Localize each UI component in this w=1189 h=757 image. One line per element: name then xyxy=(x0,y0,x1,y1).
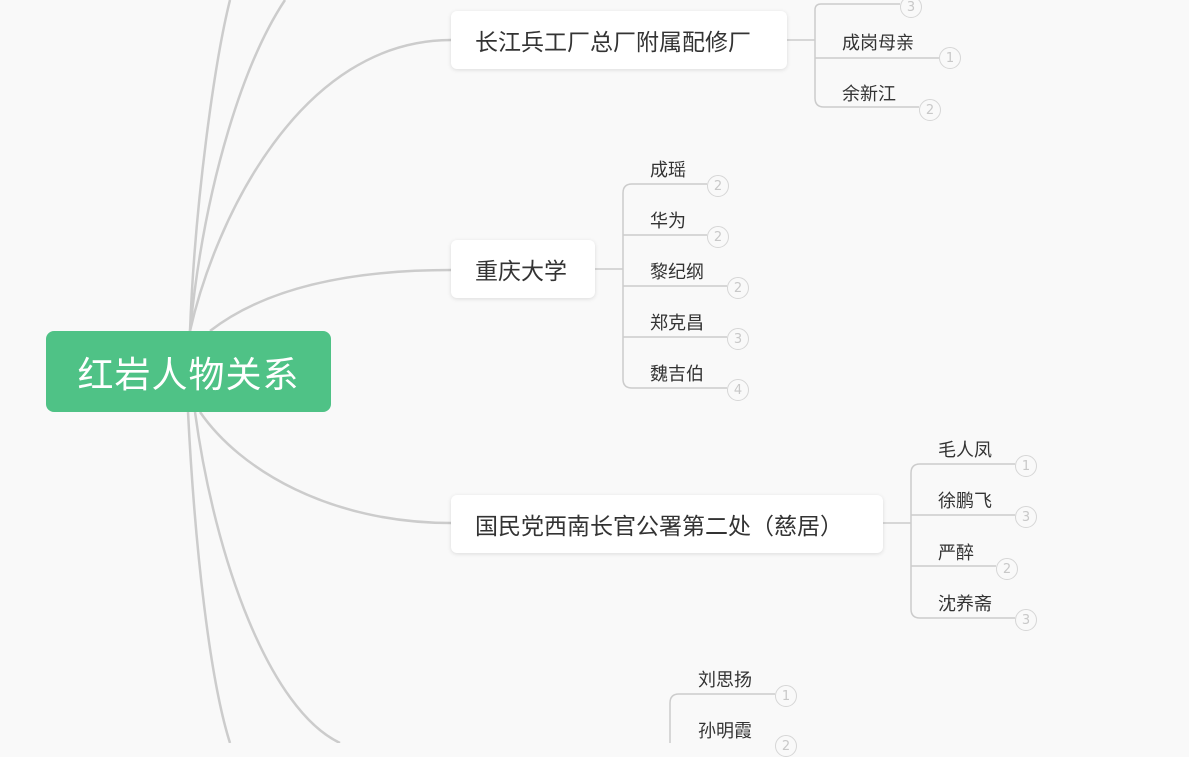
count-badge: 3 xyxy=(1015,506,1037,528)
edge-root-topic-2 xyxy=(209,268,452,332)
leaf-node[interactable]: 成岗母亲 xyxy=(842,33,914,54)
edge-topic-4-spine xyxy=(669,693,680,743)
count-badge: 2 xyxy=(919,99,941,121)
topic-label: 长江兵工厂总厂附属配修厂 xyxy=(475,30,751,56)
leaf-node[interactable]: 郑克昌 xyxy=(650,313,704,334)
count-badge: 2 xyxy=(996,558,1018,580)
topic-label: 重庆大学 xyxy=(475,259,567,285)
count-badge: 2 xyxy=(707,226,729,248)
leaf-node[interactable]: 成瑶 xyxy=(650,160,686,181)
root-node-label: 红岩人物关系 xyxy=(77,354,300,396)
edge-root-offscreen-3 xyxy=(186,411,232,743)
edge-topic-1-child-1 xyxy=(814,3,900,11)
topic-node-factory[interactable]: 长江兵工厂总厂附属配修厂 xyxy=(451,11,787,69)
edge-root-topic-4 xyxy=(193,411,341,743)
edge-topic-2-spine xyxy=(622,183,633,389)
count-badge: 1 xyxy=(939,47,961,69)
count-badge: 3 xyxy=(1015,609,1037,631)
leaf-node[interactable]: 余新江 xyxy=(842,84,896,105)
edge-root-topic-1 xyxy=(188,38,452,332)
leaf-node[interactable]: 孙明霞 xyxy=(698,721,752,742)
leaf-node[interactable]: 刘思扬 xyxy=(698,670,752,691)
count-badge: 2 xyxy=(707,175,729,197)
topic-node-kmt-office[interactable]: 国民党西南长官公署第二处（慈居） xyxy=(451,495,883,553)
count-badge: 1 xyxy=(775,685,797,707)
topic-label: 国民党西南长官公署第二处（慈居） xyxy=(475,514,843,540)
edge-root-offscreen-1 xyxy=(188,0,232,332)
leaf-node[interactable]: 华为 xyxy=(650,211,686,232)
topic-node-chongqing-university[interactable]: 重庆大学 xyxy=(451,240,595,298)
count-badge: 2 xyxy=(775,735,797,757)
leaf-node[interactable]: 毛人凤 xyxy=(938,440,992,461)
count-badge: 3 xyxy=(900,0,922,18)
edge-topic-3-spine xyxy=(910,463,921,619)
count-badge: 2 xyxy=(727,277,749,299)
edge-root-topic-3 xyxy=(198,411,452,525)
leaf-node[interactable]: 徐鹏飞 xyxy=(938,491,992,512)
leaf-node[interactable]: 严醉 xyxy=(938,543,974,564)
edge-topic-1-spine xyxy=(814,10,825,108)
count-badge: 4 xyxy=(727,379,749,401)
leaf-node[interactable]: 黎纪纲 xyxy=(650,262,704,283)
count-badge: 1 xyxy=(1015,455,1037,477)
edge-root-offscreen-2 xyxy=(188,0,287,332)
count-badge: 3 xyxy=(727,328,749,350)
leaf-node[interactable]: 魏吉伯 xyxy=(650,364,704,385)
leaf-node[interactable]: 沈养斋 xyxy=(938,594,992,615)
root-node[interactable]: 红岩人物关系 xyxy=(46,331,331,412)
